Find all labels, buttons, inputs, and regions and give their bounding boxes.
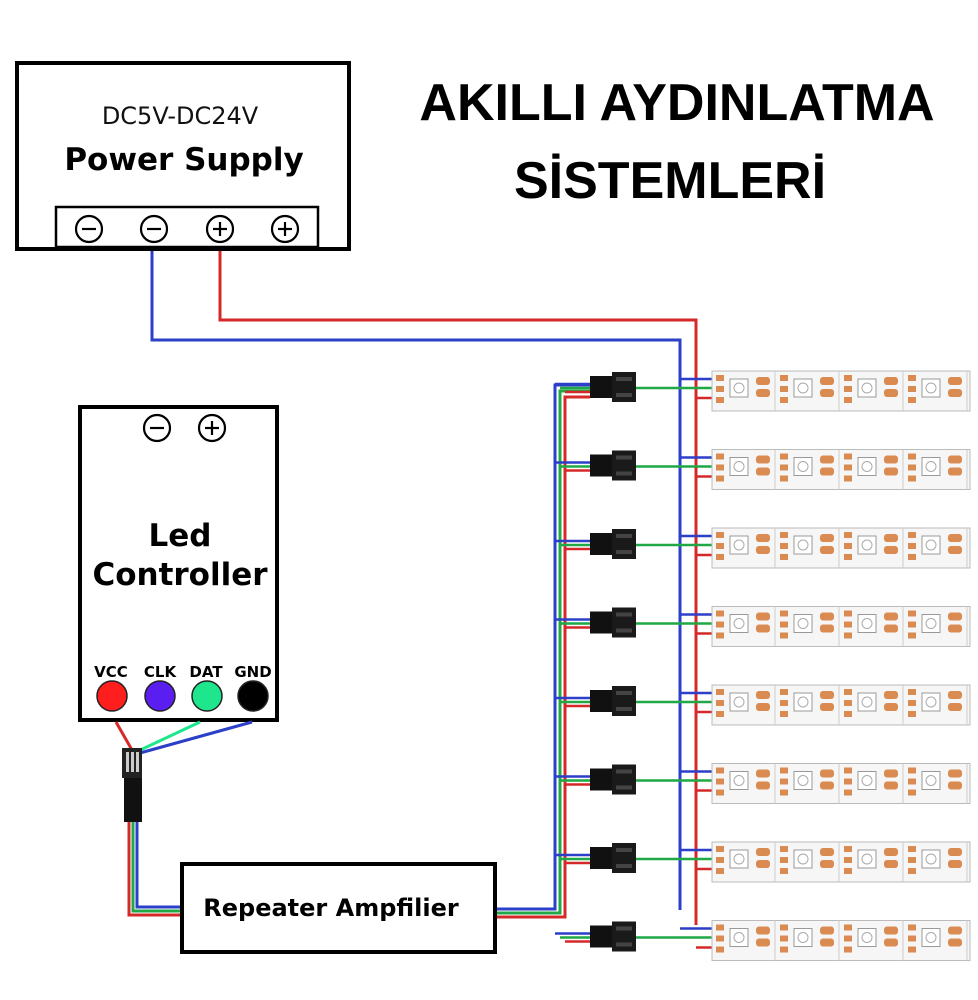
led-strip: [711, 684, 971, 726]
pin-label-clk: CLK: [144, 663, 178, 681]
plus-terminal-icon: [197, 413, 227, 443]
led-channel: [555, 449, 971, 490]
led-controller-label-line-1: Led: [149, 518, 212, 554]
jst-connector: [590, 843, 636, 873]
power-supply-voltage: DC5V-DC24V: [102, 102, 259, 130]
plus-terminal-icon: [205, 214, 235, 244]
jst-connector: [590, 921, 636, 952]
led-channel: [555, 684, 971, 726]
pin-label-dat: DAT: [189, 663, 223, 681]
led-strip: [711, 606, 971, 647]
led-channel: [555, 920, 971, 961]
clk-pin: [144, 680, 176, 712]
title-line-1: AKILLI AYDINLATMA: [419, 74, 934, 132]
led-strip: [711, 527, 971, 569]
repeater-label: Repeater Ampfilier: [203, 894, 459, 922]
led-channels: [555, 370, 971, 961]
jst-connector: [590, 607, 636, 638]
led-strip: [711, 920, 971, 961]
power-supply: DC5V-DC24V Power Supply: [15, 61, 351, 251]
led-controller-label-line-2: Controller: [92, 557, 268, 593]
vcc-pin: [96, 680, 128, 712]
led-channel: [555, 763, 971, 804]
power-supply-label: Power Supply: [64, 142, 303, 178]
dat-pin: [191, 680, 223, 712]
controller-output-cable: [114, 720, 253, 917]
led-channel: [555, 606, 971, 647]
led-strip: [711, 370, 971, 412]
plus-terminal-icon: [270, 214, 300, 244]
jst-connector: [590, 686, 636, 716]
minus-terminal-icon: [139, 214, 169, 244]
led-strip: [711, 449, 971, 490]
led-channel: [555, 370, 971, 412]
led-channel: [555, 527, 971, 569]
pin-label-gnd: GND: [234, 663, 271, 681]
pin-label-vcc: VCC: [94, 663, 128, 681]
minus-terminal-icon: [142, 413, 172, 443]
gnd-pin: [237, 680, 269, 712]
repeater-amplifier: Repeater Ampfilier: [180, 862, 497, 954]
led-strip: [711, 763, 971, 804]
jst-connector: [590, 372, 636, 402]
led-channel: [555, 841, 971, 883]
led-controller: Led Controller VCC CLK DAT GND: [78, 405, 279, 722]
title-line-2: SİSTEMLERİ: [514, 152, 826, 210]
jst-connector: [590, 764, 636, 795]
jst-connector: [590, 450, 636, 481]
minus-terminal-icon: [74, 214, 104, 244]
jst-connector: [590, 529, 636, 559]
led-strip: [711, 841, 971, 883]
distribution-bus: [497, 383, 590, 919]
